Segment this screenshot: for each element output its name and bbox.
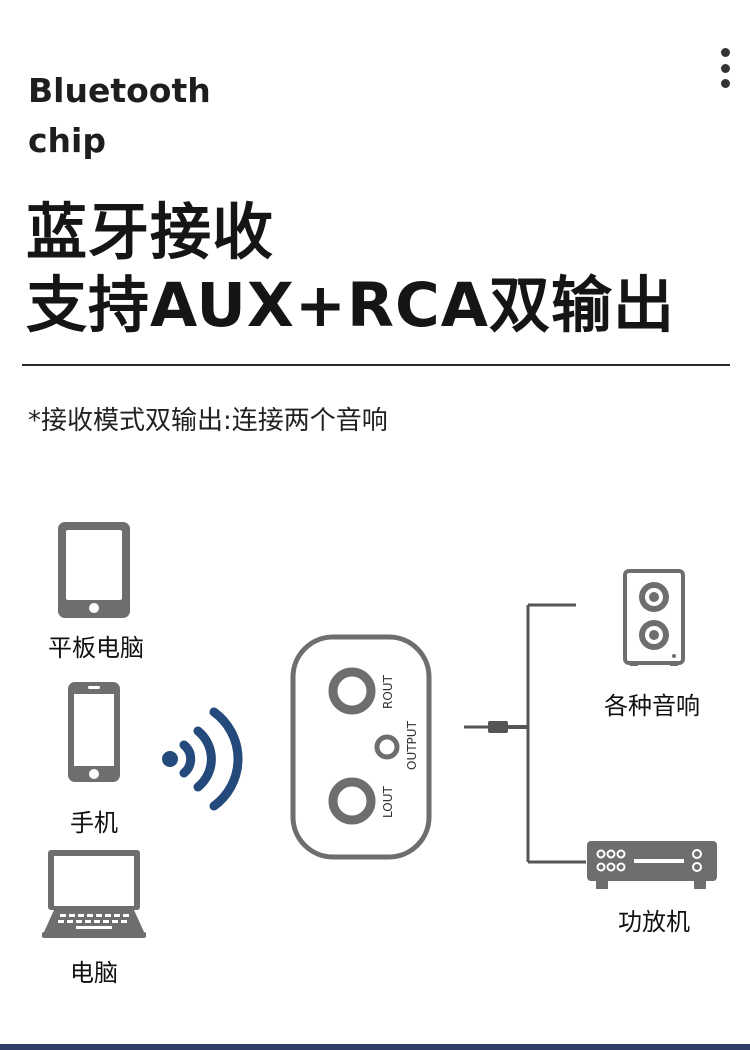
aux-jack-icon	[374, 734, 400, 760]
rout-jack-icon	[328, 667, 376, 715]
wireless-signal-icon	[162, 707, 243, 811]
rout-label: ROUT	[381, 675, 395, 709]
laptop-label: 电脑	[70, 959, 118, 987]
phone-icon	[68, 682, 120, 782]
output-label: OUTPUT	[405, 721, 419, 770]
brand-line-1: Bluetooth	[28, 71, 211, 110]
amplifier-icon	[587, 841, 717, 889]
speaker-icon	[623, 569, 685, 666]
brand-title: Bluetooth chip	[28, 66, 211, 166]
more-vertical-icon[interactable]	[708, 44, 742, 92]
speaker-label: 各种音响	[604, 692, 700, 720]
bottom-accent-bar	[0, 1044, 750, 1050]
aux-plug-icon	[488, 721, 508, 733]
tablet-label: 平板电脑	[48, 634, 144, 662]
laptop-icon	[42, 850, 146, 938]
lout-jack-icon	[328, 777, 376, 825]
headline-line-2: 支持AUX+RCA双输出	[26, 270, 675, 341]
tablet-icon	[58, 522, 130, 618]
lout-label: LOUT	[381, 786, 395, 818]
amplifier-label: 功放机	[618, 908, 690, 936]
phone-label: 手机	[70, 809, 118, 837]
brand-line-2: chip	[28, 121, 106, 160]
bluetooth-receiver	[290, 634, 432, 860]
aux-cable	[464, 603, 586, 864]
headline: 蓝牙接收 支持AUX+RCA双输出	[26, 196, 675, 342]
headline-line-1: 蓝牙接收	[26, 197, 275, 268]
mode-note: *接收模式双输出:连接两个音响	[28, 406, 388, 436]
divider	[22, 364, 730, 366]
